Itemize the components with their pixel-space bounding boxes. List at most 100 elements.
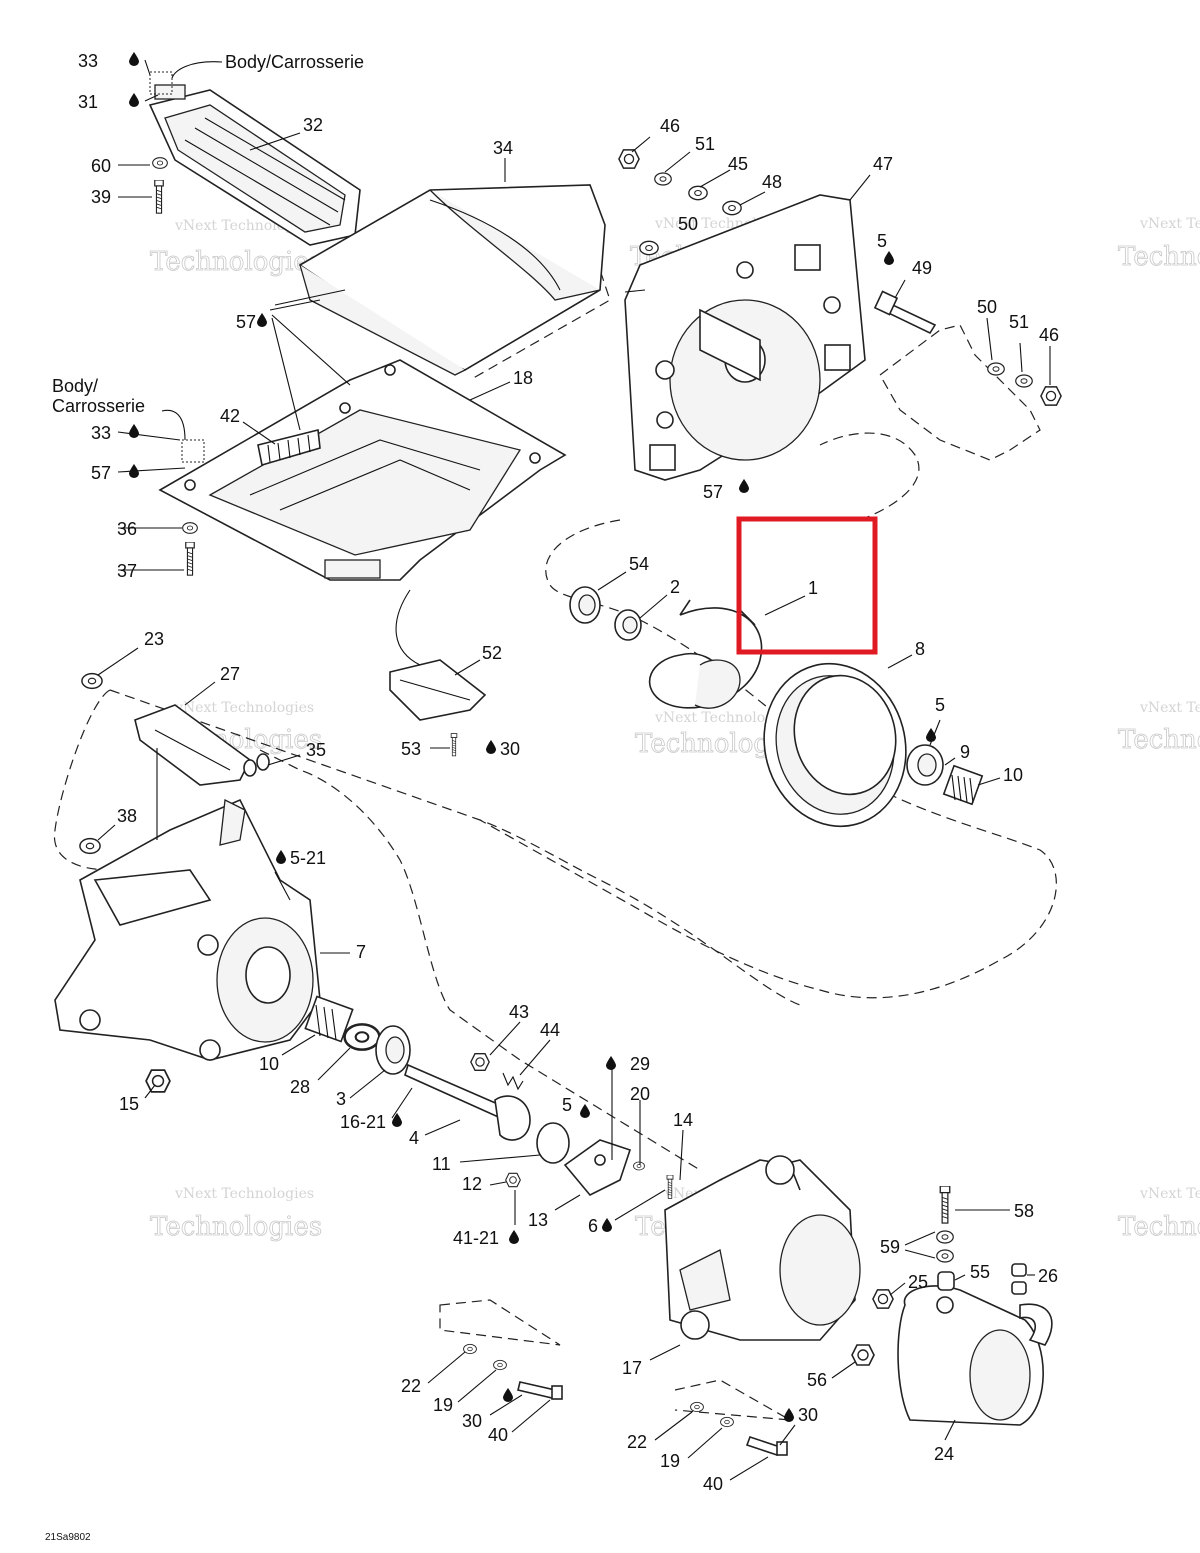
part-8-wear-ring <box>763 662 907 828</box>
sealant-drop-icon <box>276 850 286 864</box>
callout-51: 51 <box>695 134 715 154</box>
watermark-text: vNext Technologies <box>1139 1186 1200 1202</box>
part-28-washer <box>343 1023 381 1051</box>
callout-41-21: 41-21 <box>453 1228 499 1248</box>
part-25-bushing <box>872 1289 894 1309</box>
sealant-drop-icon <box>129 424 139 438</box>
part-19-washer <box>493 1359 507 1371</box>
callout-17: 17 <box>622 1358 642 1378</box>
callout-59: 59 <box>880 1237 900 1257</box>
part-10-bearing <box>942 764 984 806</box>
part-40-bolt <box>517 1381 563 1400</box>
sealant-drop-icon <box>503 1388 513 1402</box>
callout-42: 42 <box>220 406 240 426</box>
callout-55: 55 <box>970 1262 990 1282</box>
callout-11: 11 <box>432 1154 451 1174</box>
callout-12: 12 <box>462 1174 482 1194</box>
sealant-drop-icon <box>580 1104 590 1118</box>
callout-37: 37 <box>117 561 137 581</box>
callout-30: 30 <box>798 1405 818 1425</box>
callout-5: 5 <box>877 231 887 251</box>
callout-19: 19 <box>433 1395 453 1415</box>
drive-outline <box>53 689 801 1171</box>
callout-40: 40 <box>703 1474 723 1494</box>
part-46-nut <box>618 149 640 169</box>
part-18-ride-plate <box>158 359 567 581</box>
callout-49: 49 <box>912 258 932 278</box>
assembly-outlines <box>53 254 1057 1421</box>
part-23-plug <box>81 672 103 690</box>
body-sealant-patch-mid <box>181 439 205 463</box>
callout-8: 8 <box>915 639 925 659</box>
callout-45: 45 <box>728 154 748 174</box>
part-2-bushing <box>614 609 642 641</box>
nozzle-outline-left <box>439 1299 561 1346</box>
callout-25: 25 <box>908 1272 928 1292</box>
callout-19: 19 <box>660 1451 680 1471</box>
callout-5-21: 5-21 <box>290 848 326 868</box>
part-36-washer <box>182 522 198 534</box>
part-22-washer <box>463 1343 477 1355</box>
sealant-drop-icon <box>129 464 139 478</box>
part-14-bolt <box>666 1175 674 1199</box>
part-3-seal-carrier <box>375 1025 411 1075</box>
callout-38: 38 <box>117 806 137 826</box>
nozzle-outline-bottom <box>674 1379 791 1421</box>
part-55-bushing <box>937 1271 955 1291</box>
part-35-o-rings <box>243 753 270 777</box>
watermark-text: vNext Technologies <box>174 1186 314 1202</box>
watermark-text: Technologies <box>150 1212 322 1242</box>
callout-48: 48 <box>762 172 782 192</box>
callout-53: 53 <box>401 739 421 759</box>
callout-28: 28 <box>290 1077 310 1097</box>
body-label-mid-line2: Carrosserie <box>52 396 145 416</box>
callout-3: 3 <box>336 1089 346 1109</box>
part-39-bolt <box>154 180 164 214</box>
callout-35: 35 <box>306 740 326 760</box>
callout-46: 46 <box>660 116 680 136</box>
callout-33: 33 <box>91 423 111 443</box>
part-44-spring <box>502 1072 524 1091</box>
part-2-impeller <box>648 599 763 709</box>
callout-24: 24 <box>934 1444 954 1464</box>
sealant-drop-icon <box>129 93 139 107</box>
part-15-nut <box>145 1069 171 1093</box>
body-label-mid-line1: Body/ <box>52 376 98 396</box>
callout-9: 9 <box>960 742 970 762</box>
part-46-nut-right <box>1040 386 1062 406</box>
part-32-intake-grate <box>148 84 361 246</box>
part-40-bolt-lower <box>745 1435 788 1457</box>
sealant-drop-icon <box>509 1230 519 1244</box>
callout-46: 46 <box>1039 325 1059 345</box>
mount-bracket <box>879 324 1041 461</box>
part-48-washer <box>722 200 742 216</box>
figure-id: 21Sa9802 <box>45 1532 91 1543</box>
callout-50: 50 <box>678 214 698 234</box>
callout-26: 26 <box>1038 1266 1058 1286</box>
part-56-bushing <box>851 1344 875 1366</box>
callout-10: 10 <box>259 1054 279 1074</box>
callout-15: 15 <box>119 1094 139 1114</box>
watermark-text: Technologies <box>1118 242 1200 272</box>
pump-housing-outline <box>479 519 1057 999</box>
callout-5: 5 <box>562 1095 572 1115</box>
part-54-seal <box>569 586 601 624</box>
callout-22: 22 <box>627 1432 647 1452</box>
part-13-cap <box>563 1139 632 1196</box>
callout-36: 36 <box>117 519 137 539</box>
callout-7: 7 <box>356 942 366 962</box>
part-34-cover <box>298 184 606 376</box>
callout-57: 57 <box>236 312 256 332</box>
part-50-washer-right <box>987 362 1005 376</box>
callout-22: 22 <box>401 1376 421 1396</box>
callout-57: 57 <box>703 482 723 502</box>
callout-60: 60 <box>91 156 111 176</box>
part-45-washer <box>688 185 708 201</box>
callout-50: 50 <box>977 297 997 317</box>
part-20-washer <box>633 1161 645 1171</box>
part-51-washer-right <box>1015 374 1033 388</box>
callout-40: 40 <box>488 1425 508 1445</box>
watermark-text: Technologies <box>1118 725 1200 755</box>
sealant-drop-icon <box>602 1218 612 1232</box>
